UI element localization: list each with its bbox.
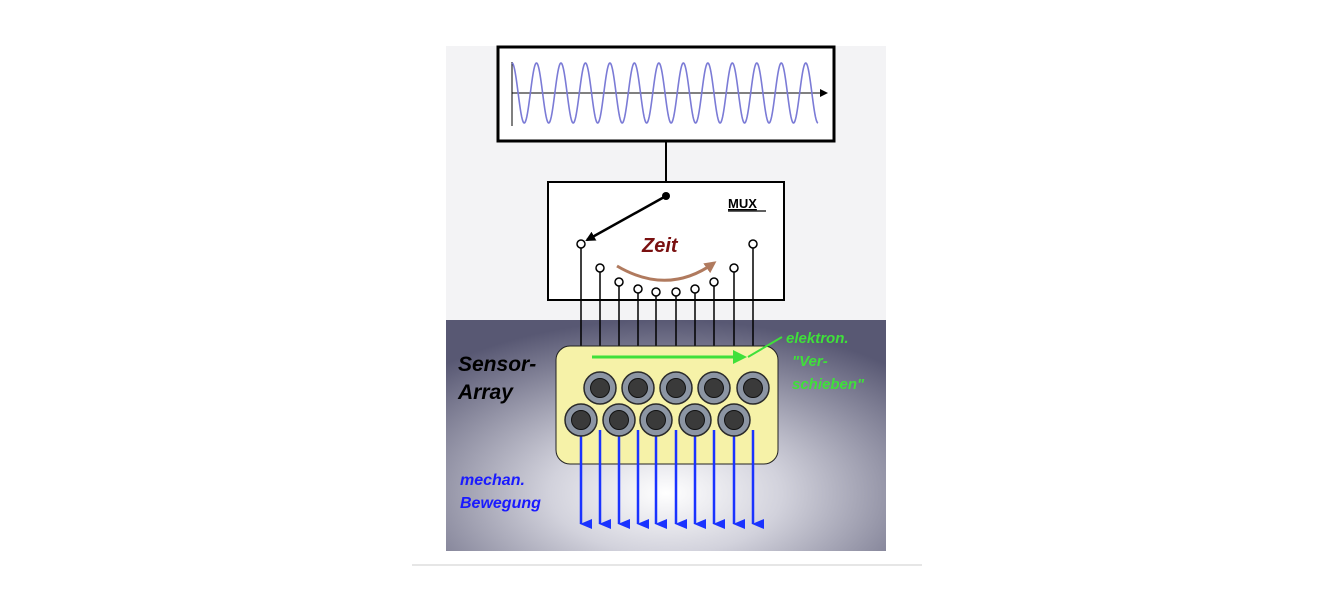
mux-contact (633, 284, 643, 294)
sensor-element-core (646, 410, 666, 430)
sensor-element-core (666, 378, 686, 398)
mux-contact (651, 287, 661, 297)
motion-arrows (579, 430, 764, 529)
mux-contact (671, 287, 681, 297)
sensor-chip (555, 345, 779, 465)
mux-contact (595, 263, 605, 273)
electronic-shift-label-2: "Ver- (792, 353, 828, 370)
mux-contact (748, 239, 758, 249)
electronic-shift-label-1: elektron. (786, 330, 849, 347)
sensor-element-core (685, 410, 705, 430)
mux-contact (690, 284, 700, 294)
signal-generator (496, 45, 836, 143)
mux-contact (709, 277, 719, 287)
waveform-axis-arrowhead (820, 89, 828, 97)
mux-contacts (576, 239, 758, 320)
sensor-elements (564, 371, 770, 437)
mux-label: MUX (728, 196, 757, 211)
sensor-element-core (609, 410, 629, 430)
sensor-array-label-2: Array (457, 381, 514, 404)
time-arrow (616, 261, 717, 282)
mux-contact (576, 239, 586, 249)
electronic-shift-label-3: schieben" (792, 376, 865, 393)
sensor-element-core (724, 410, 744, 430)
mux-box: MUX Zeit (547, 181, 785, 301)
mechanical-motion-label-2: Bewegung (460, 495, 541, 512)
time-label: Zeit (641, 235, 679, 257)
sensor-element-core (571, 410, 591, 430)
electronic-shift-pointer (747, 336, 783, 358)
sensor-element-core (628, 378, 648, 398)
mux-contact (729, 263, 739, 273)
mechanical-motion-label-1: mechan. (460, 472, 525, 489)
mux-contact (614, 277, 624, 287)
sensor-element-core (743, 378, 763, 398)
waveform-sine (511, 62, 819, 124)
sensor-element-core (704, 378, 724, 398)
sensor-element-core (590, 378, 610, 398)
switch-arm (585, 194, 667, 242)
sensor-array-label-1: Sensor- (458, 353, 536, 376)
contact-wires (580, 320, 754, 346)
